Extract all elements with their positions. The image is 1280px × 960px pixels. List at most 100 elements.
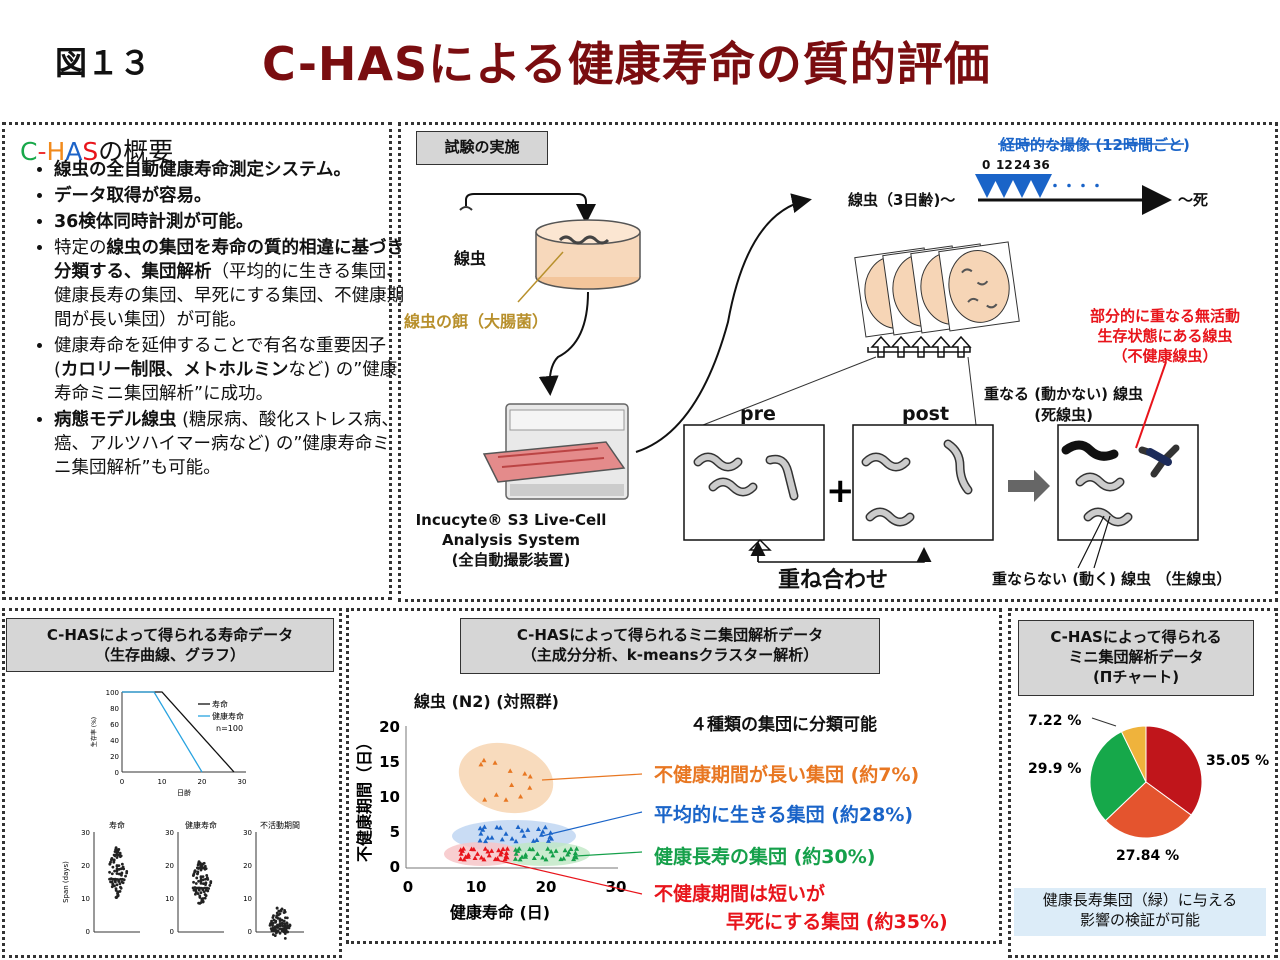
- cluster-xlabel: 健康寿命 (日): [450, 903, 550, 922]
- pie-note: 健康長寿集団（緑）に与える 影響の検証が可能: [1014, 888, 1266, 936]
- pie-header: C-HASによって得られる ミニ集団解析データ (Πチャート): [1018, 620, 1254, 696]
- scatter-point: [515, 824, 521, 829]
- scatter-point: [531, 855, 537, 861]
- scatter-point: [477, 838, 483, 843]
- swarm-point: [283, 908, 286, 912]
- scatter-point: [498, 852, 504, 857]
- overlay-label: 重ね合わせ: [778, 568, 889, 593]
- title-letter-a: A: [65, 137, 83, 166]
- swarm-point: [205, 874, 209, 877]
- scatter-point: [534, 851, 540, 856]
- swarm-point: [120, 873, 123, 877]
- swarm-point: [202, 861, 206, 865]
- swarm-point: [125, 869, 129, 873]
- capture-up-arrows: [867, 335, 972, 358]
- scatter-point: [477, 825, 483, 831]
- svg-text:寿命: 寿命: [109, 820, 125, 830]
- swarm-point: [111, 877, 115, 881]
- survival-ylabel: 生存率 (%): [90, 717, 98, 747]
- overview-item-6: 病態モデル線虫 (糖尿病、酸化ストレス病、癌、アルツハイマー病など) の”健康寿…: [54, 408, 406, 480]
- dead-worm-label: 重なる (動かない) 線虫 (死線虫): [984, 385, 1144, 424]
- swarm-point: [271, 924, 274, 927]
- svg-text:60: 60: [110, 721, 119, 729]
- swarm-point: [119, 877, 123, 881]
- pie-chart: 7.22 % 29.9 % 35.05 % 27.84 %: [1028, 713, 1269, 864]
- scatter-point: [503, 850, 509, 856]
- timeline-end: 〜死: [1178, 191, 1209, 209]
- alive-worm-label: 重ならない (動く) 線虫 （生線虫）: [992, 570, 1232, 588]
- time-tick-24: 24: [1014, 158, 1031, 172]
- scatter-point: [527, 773, 533, 779]
- svg-text:0: 0: [86, 928, 90, 936]
- svg-text:5: 5: [390, 823, 400, 841]
- title-rest: の概要: [98, 137, 174, 166]
- swarm-point: [274, 926, 277, 930]
- swarm-point: [118, 889, 122, 893]
- swarm-point: [117, 853, 121, 857]
- swarm-point: [272, 914, 275, 918]
- lifespan-beeswarm: [108, 846, 129, 900]
- experiment-panel: [398, 122, 1278, 602]
- scatter-point: [458, 856, 464, 861]
- swarm-point: [199, 875, 203, 879]
- pie-slice-1: [1145, 725, 1203, 816]
- swarm-point: [115, 877, 119, 881]
- scatter-point: [485, 849, 491, 854]
- svg-text:30: 30: [81, 829, 90, 837]
- scatter-point: [565, 852, 571, 857]
- scatter-point: [497, 825, 503, 830]
- time-tick-12: 12: [996, 158, 1013, 172]
- page-title: C-HASによる健康寿命の質的評価: [262, 37, 991, 91]
- scatter-point: [502, 856, 508, 862]
- arrow-to-device: [538, 291, 589, 396]
- swarm-point: [282, 928, 286, 932]
- swarm-point: [115, 856, 119, 859]
- svg-text:30: 30: [165, 829, 174, 837]
- scatter-points: [458, 757, 580, 862]
- overview-item-2: データ取得が容易。: [54, 184, 406, 208]
- swarm-point: [277, 909, 281, 913]
- scatter-point: [527, 785, 533, 790]
- timelapse-title: 経時的な撮像 (12時間ごと): [1000, 136, 1190, 154]
- scatter-point: [553, 848, 559, 853]
- swarm-point: [193, 869, 197, 873]
- swarm-point: [191, 886, 195, 890]
- swarm-point: [117, 848, 121, 851]
- scatter-point: [483, 838, 489, 844]
- swarm-point: [202, 866, 205, 870]
- survival-header: C-HASによって得られる寿命データ （生存曲線、グラフ）: [6, 618, 334, 672]
- swarm-point: [113, 880, 117, 884]
- scatter-point: [534, 837, 540, 843]
- swarm-point: [108, 877, 111, 881]
- scatter-point: [527, 846, 533, 851]
- scatter-point: [458, 851, 464, 856]
- swarm-point: [192, 888, 196, 892]
- swarm-point: [280, 921, 284, 925]
- scatter-point: [507, 768, 513, 773]
- scatter-point: [496, 847, 502, 853]
- swarm-point: [285, 916, 289, 920]
- swarm-point: [199, 891, 203, 895]
- swarm-point: [124, 874, 127, 878]
- swarm-point: [199, 901, 203, 904]
- swarm-point: [278, 912, 282, 916]
- swarm-point: [118, 882, 122, 886]
- swarm-point: [204, 888, 208, 892]
- time-dots: ・・・・: [1048, 179, 1104, 195]
- swarm-point: [192, 880, 195, 884]
- scatter-point: [543, 856, 549, 862]
- swarm-point: [199, 868, 203, 872]
- scatter-point: [535, 826, 541, 832]
- scatter-point: [482, 846, 488, 851]
- scatter-point: [574, 846, 580, 851]
- swarm-point: [200, 897, 204, 901]
- swarm-point: [119, 886, 123, 890]
- arrow-to-timeline: [635, 193, 812, 453]
- swarm-point: [285, 922, 289, 925]
- swarm-point: [115, 869, 119, 873]
- swarm-point: [115, 864, 119, 868]
- scatter-point: [542, 824, 548, 830]
- overlay-bracket: [758, 547, 932, 563]
- svg-text:10: 10: [243, 895, 252, 903]
- svg-text:20: 20: [198, 778, 207, 786]
